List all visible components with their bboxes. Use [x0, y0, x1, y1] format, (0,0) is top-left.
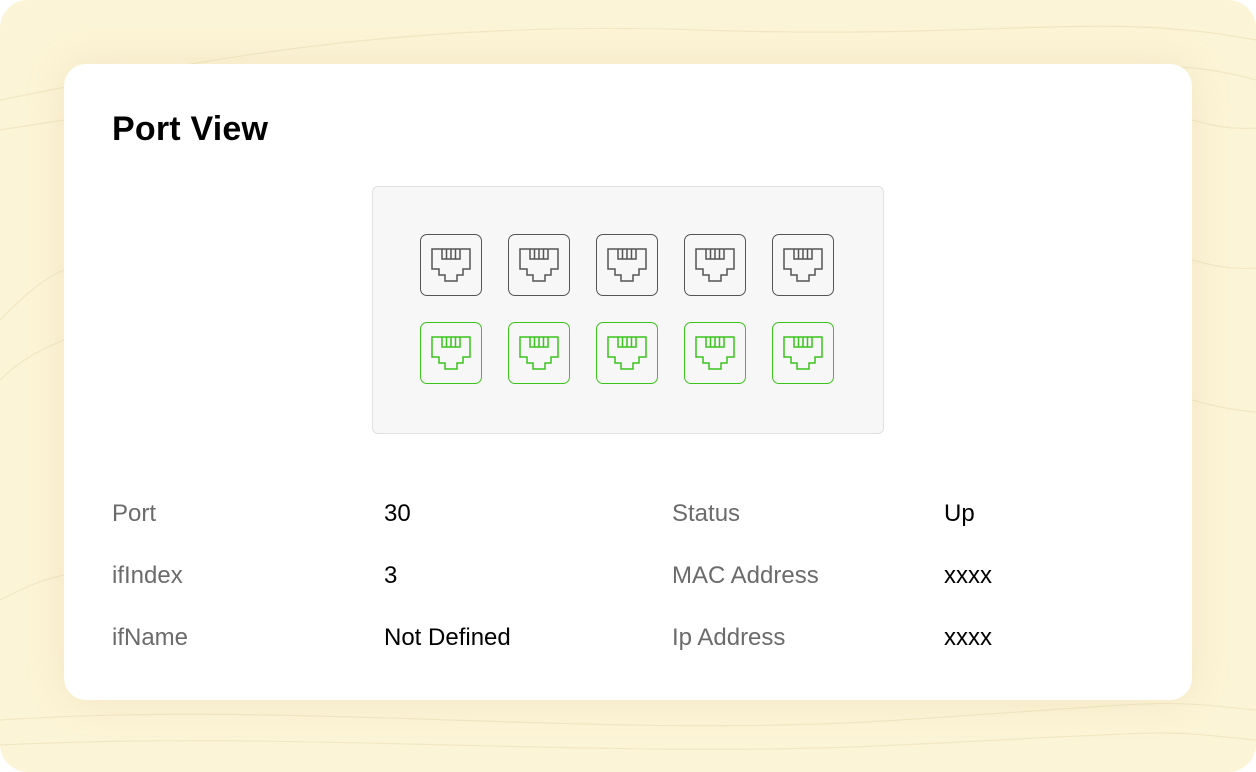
status-value: Up	[944, 500, 975, 527]
ip-address-value: xxxx	[944, 624, 992, 651]
mac-address-value: xxxx	[944, 562, 992, 589]
mac-address-label: MAC Address	[672, 562, 819, 589]
port-value: 30	[384, 500, 411, 527]
ifname-label: ifName	[112, 624, 189, 651]
page-title: Port View	[112, 110, 269, 148]
port-top-4[interactable]	[684, 234, 746, 296]
ethernet-port-icon	[431, 336, 471, 370]
port-top-1[interactable]	[420, 234, 482, 296]
port-bottom-4[interactable]	[684, 322, 746, 384]
port-top-3[interactable]	[596, 234, 658, 296]
ethernet-port-icon	[519, 336, 559, 370]
ethernet-port-icon	[607, 248, 647, 282]
port-label: Port	[112, 500, 157, 527]
port-panel	[372, 186, 884, 434]
status-label: Status	[672, 500, 741, 527]
port-bottom-2[interactable]	[508, 322, 570, 384]
port-view-card: Port View	[64, 64, 1192, 700]
port-top-5[interactable]	[772, 234, 834, 296]
port-bottom-3[interactable]	[596, 322, 658, 384]
ethernet-port-icon	[695, 336, 735, 370]
ethernet-port-icon	[783, 248, 823, 282]
ethernet-port-icon	[783, 336, 823, 370]
ifindex-value: 3	[384, 562, 398, 589]
ifindex-label: ifIndex	[112, 562, 183, 589]
ifname-value: Not Defined	[384, 624, 511, 651]
ethernet-port-icon	[431, 248, 471, 282]
port-top-2[interactable]	[508, 234, 570, 296]
ip-address-label: Ip Address	[672, 624, 786, 651]
ethernet-port-icon	[519, 248, 559, 282]
ethernet-port-icon	[695, 248, 735, 282]
port-bottom-1[interactable]	[420, 322, 482, 384]
port-bottom-5[interactable]	[772, 322, 834, 384]
ethernet-port-icon	[607, 336, 647, 370]
